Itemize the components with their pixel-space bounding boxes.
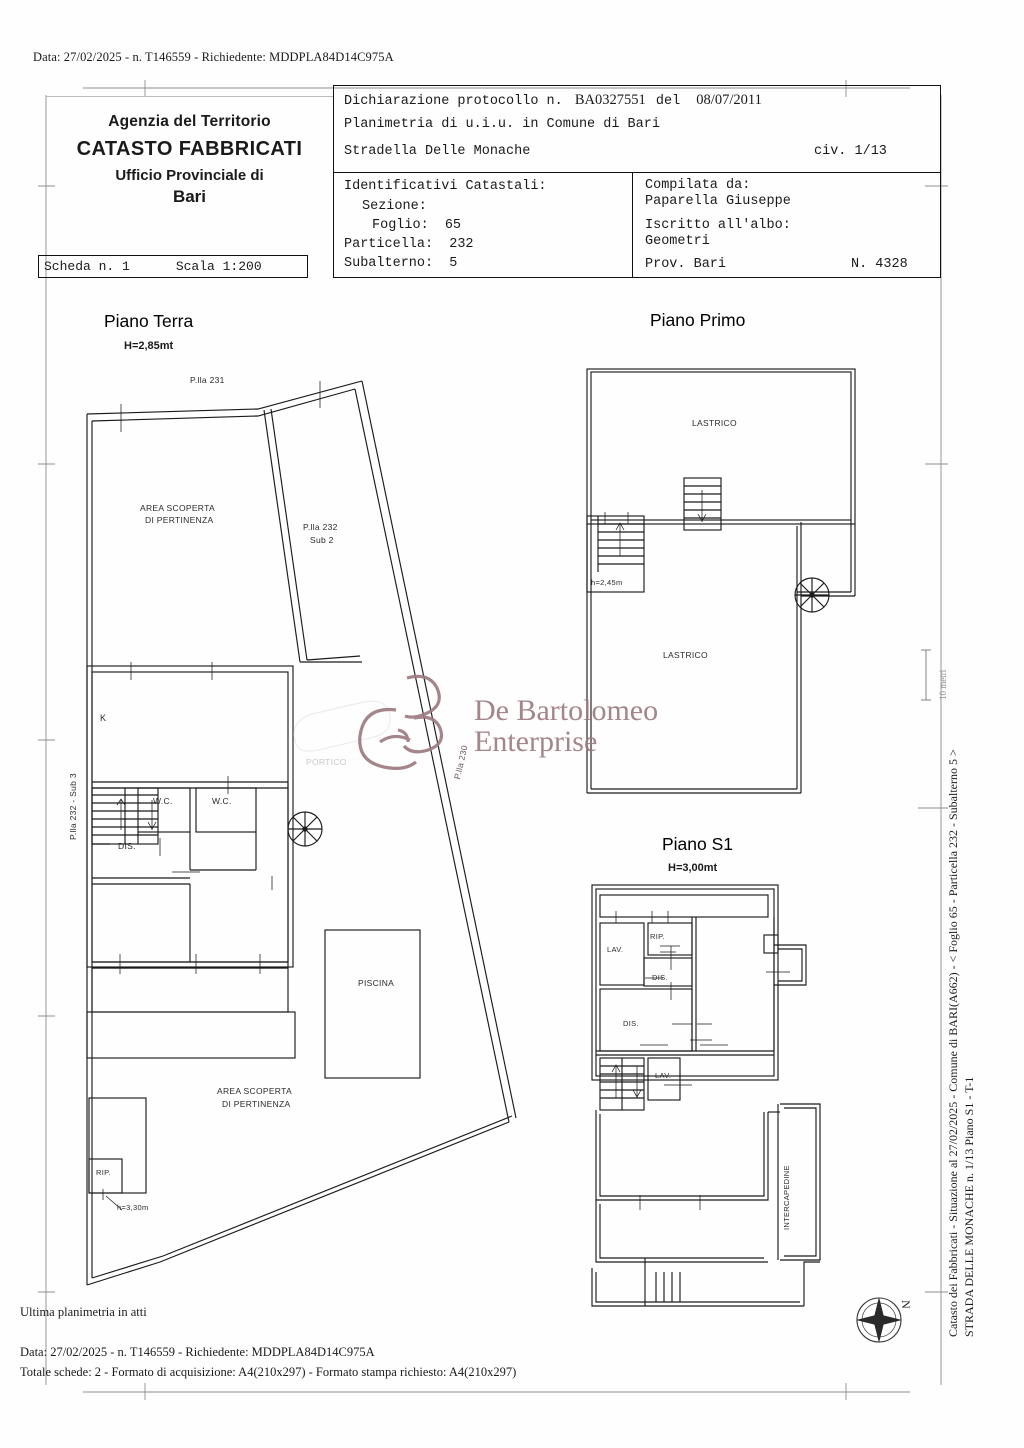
- label-intercapedine: INTERCAPEDINE: [782, 1165, 791, 1230]
- iscritto-label: Iscritto all'albo:: [645, 218, 791, 233]
- label-dis-terra: DIS.: [118, 841, 136, 851]
- foglio-label: Foglio:: [372, 218, 429, 233]
- compilata-label: Compilata da:: [645, 178, 751, 193]
- watermark-logo: De Bartolomeo Enterprise: [352, 672, 682, 790]
- subalterno-value: 5: [449, 256, 458, 271]
- label-plla-230: P.lla 230: [452, 744, 470, 781]
- agency-line-2: CATASTO FABBRICATI: [76, 138, 303, 160]
- label-wc-2: W.C.: [212, 796, 232, 806]
- label-plla-231: P.lla 231: [190, 375, 225, 385]
- label-rip-s1: RIP.: [650, 932, 665, 941]
- footer-line-1: Data: 27/02/2025 - n. T146559 - Richiede…: [20, 1345, 375, 1359]
- label-h-330: h=3,30m: [117, 1203, 149, 1212]
- label-area-scoperta-a-line2: DI PERTINENZA: [145, 515, 214, 525]
- dichiarazione-data: 08/07/2011: [696, 92, 762, 108]
- label-wc-1: W.C.: [153, 796, 173, 806]
- subalterno-label: Subalterno:: [344, 256, 434, 271]
- sidebar-text-line-1: Catasto dei Fabbricati - Situazione al 2…: [946, 749, 960, 1337]
- footer-line-2: Totale schede: 2 - Formato di acquisizio…: [20, 1365, 517, 1379]
- scheda-numero: Scheda n. 1: [44, 259, 130, 274]
- identificativi-catastali: Identificativi Catastali: Sezione: Fogli…: [334, 173, 633, 278]
- sidebar-text-line-2: STRADA DELLE MONACHE n. 1/13 Piano S1 - …: [962, 1076, 976, 1337]
- label-area-scoperta-b-line2: DI PERTINENZA: [222, 1099, 291, 1109]
- label-area-scoperta-a-line1: AREA SCOPERTA: [140, 503, 215, 513]
- label-lav-2: LAV.: [655, 1071, 672, 1080]
- footer-note: Ultima planimetria in atti: [20, 1305, 147, 1319]
- sezione-label: Sezione:: [362, 199, 427, 214]
- albo-numero: N. 4328: [851, 257, 908, 272]
- prov-label: Prov. Bari: [645, 257, 727, 272]
- agency-block: Agenzia del Territorio CATASTO FABBRICAT…: [46, 96, 333, 251]
- floor-title-terra: Piano Terra: [104, 311, 194, 331]
- label-plla-232-sub3: P.lla 232 - Sub 3: [68, 773, 78, 840]
- agency-line-4: Bari: [172, 187, 207, 206]
- label-lastrico-2: LASTRICO: [663, 650, 708, 660]
- label-plla-232-sub2-line1: P.lla 232: [303, 522, 338, 532]
- civico-line: civ. 1/13: [814, 144, 887, 159]
- scheda-scala: Scala 1:200: [175, 259, 262, 274]
- title-block: Dichiarazione protocollo n. BA0327551 de…: [333, 85, 941, 278]
- label-dis-s1-a: DIS.: [652, 973, 668, 982]
- label-piscina: PISCINA: [358, 978, 395, 988]
- title-block-bottom: Identificativi Catastali: Sezione: Fogli…: [334, 173, 940, 278]
- compass-north-label: N: [898, 1300, 913, 1309]
- watermark-line-2: Enterprise: [474, 724, 598, 758]
- dichiarazione-label: Dichiarazione protocollo n.: [344, 94, 563, 109]
- scalebar-label: 10 metri: [938, 669, 948, 700]
- floor-height-s1: H=3,00mt: [668, 862, 718, 874]
- request-header-line: Data: 27/02/2025 - n. T146559 - Richiede…: [33, 50, 394, 64]
- compass-rose: [856, 1297, 902, 1343]
- planimetria-line: Planimetria di u.i.u. in Comune di Bari: [344, 117, 660, 132]
- compilata-value: Paparella Giuseppe: [645, 194, 791, 209]
- agency-line-3: Ufficio Provinciale di: [115, 167, 264, 184]
- watermark-text: De Bartolomeo Enterprise: [474, 694, 659, 758]
- scheda-bar: Scheda n. 1 Scala 1:200: [38, 255, 308, 278]
- label-plla-232-sub2-line2: Sub 2: [310, 535, 334, 545]
- floor-title-s1: Piano S1: [662, 834, 734, 854]
- floor-height-terra: H=2,85mt: [124, 340, 174, 352]
- particella-label: Particella:: [344, 237, 434, 252]
- identificativi-label: Identificativi Catastali:: [344, 179, 547, 194]
- indirizzo-line: Stradella Delle Monache: [344, 144, 531, 159]
- label-k: K: [100, 713, 107, 723]
- label-lastrico-1: LASTRICO: [692, 418, 737, 428]
- label-portico: PORTICO: [306, 757, 347, 767]
- floor-title-primo: Piano Primo: [650, 310, 746, 330]
- watermark-line-1: De Bartolomeo: [474, 694, 659, 727]
- agency-line-1: Agenzia del Territorio: [108, 113, 271, 130]
- label-h-245: h=2,45m: [591, 578, 623, 587]
- title-block-top: Dichiarazione protocollo n. BA0327551 de…: [334, 86, 940, 173]
- label-lav-1: LAV.: [607, 945, 624, 954]
- label-area-scoperta-b-line1: AREA SCOPERTA: [217, 1086, 292, 1096]
- dichiarazione-numero: BA0327551: [574, 92, 646, 108]
- dichiarazione-del: del: [655, 94, 681, 109]
- particella-value: 232: [449, 237, 474, 252]
- foglio-value: 65: [444, 218, 462, 233]
- iscritto-value: Geometri: [645, 234, 710, 249]
- label-dis-s1-b: DIS.: [623, 1019, 639, 1028]
- label-rip-terra: RIP.: [96, 1168, 111, 1177]
- compilatore-block: Compilata da: Paparella Giuseppe Iscritt…: [633, 173, 940, 278]
